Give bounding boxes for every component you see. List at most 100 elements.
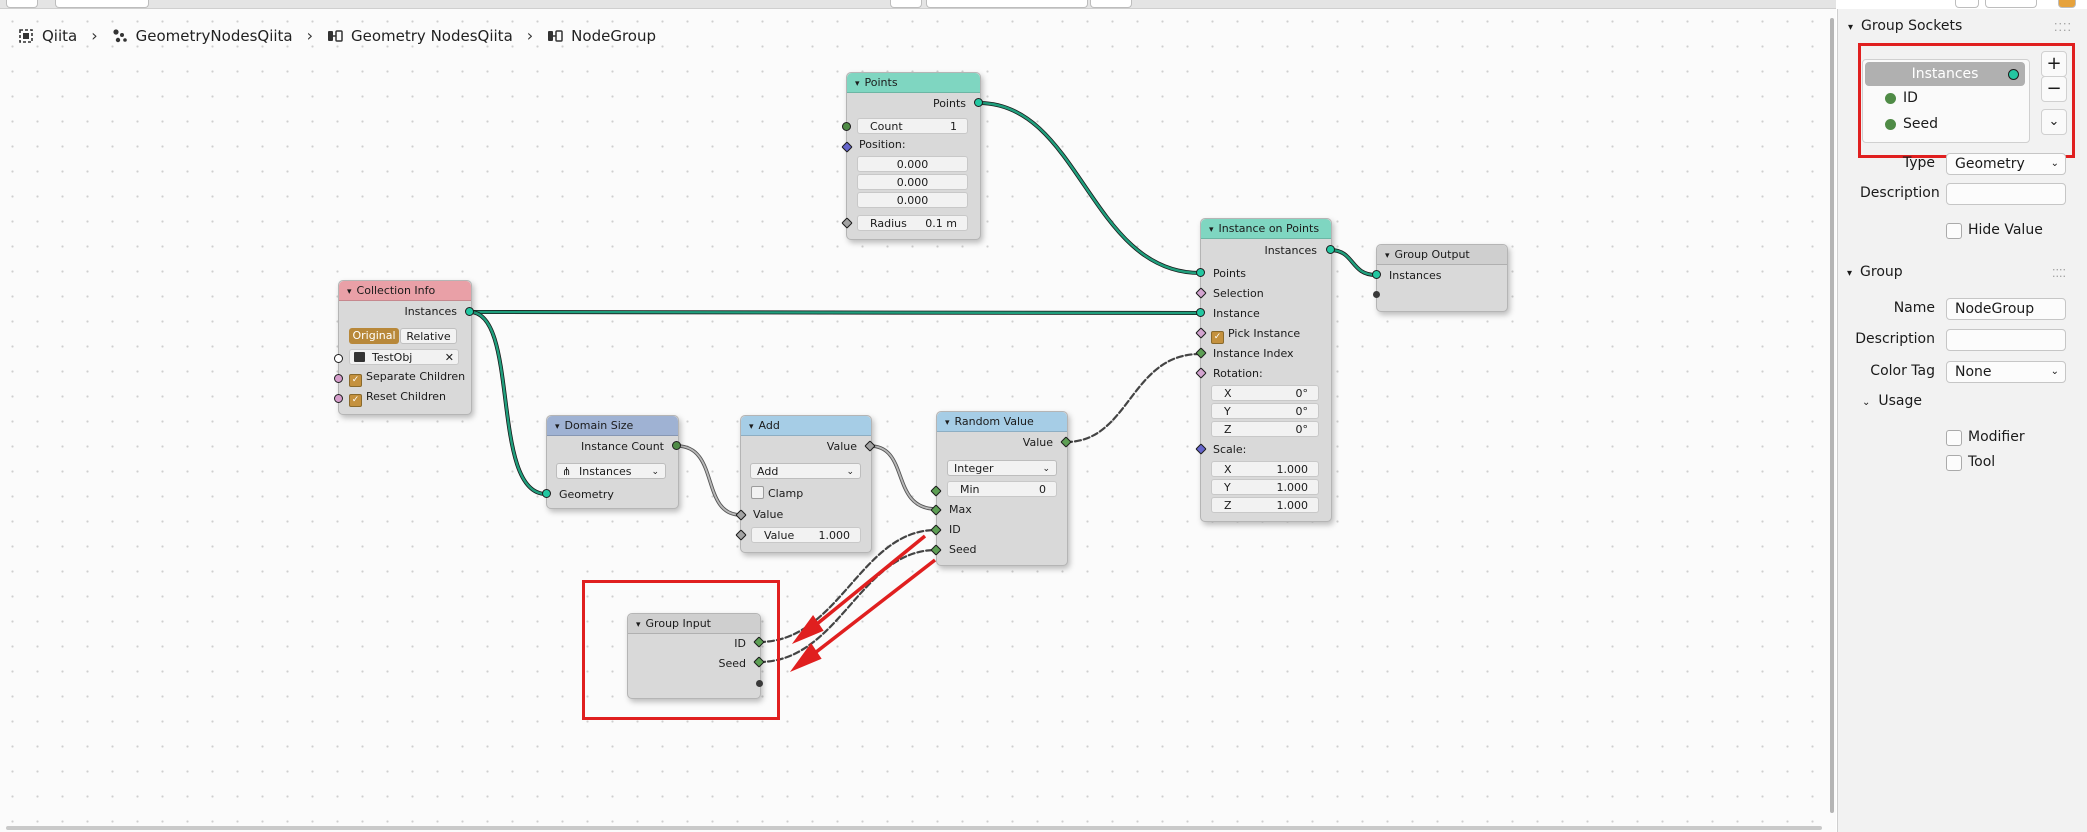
socket-item-id[interactable]: ID: [1863, 86, 2029, 110]
socket-count-in[interactable]: [842, 122, 851, 131]
name-input[interactable]: NodeGroup: [1946, 298, 2066, 320]
position-z-field[interactable]: 0.000: [857, 192, 968, 208]
chevron-down-icon[interactable]: ▾: [1848, 22, 1854, 33]
chevron-down-icon[interactable]: ▾: [347, 287, 352, 297]
chevron-down-icon[interactable]: ⌄: [1862, 397, 1871, 408]
checkbox-checked-icon[interactable]: ✓: [1211, 331, 1224, 344]
breadcrumb-item-node-tree[interactable]: Geometry NodesQiita: [351, 26, 513, 45]
usage-section-header[interactable]: ⌄Usage: [1862, 393, 1922, 409]
checkbox-unchecked-icon[interactable]: [751, 486, 764, 499]
socket-points-out[interactable]: [974, 98, 983, 107]
position-x-field[interactable]: 0.000: [857, 156, 968, 172]
data-type-dropdown[interactable]: Integer ⌄: [947, 460, 1057, 476]
domain-dropdown[interactable]: ⋔ Instances ⌄: [556, 463, 666, 479]
socket-instance-in[interactable]: [1196, 308, 1205, 317]
node-instance-on-points[interactable]: ▾Instance on Points Instances Points Sel…: [1200, 218, 1332, 522]
collection-field[interactable]: TestObj ✕: [349, 349, 459, 365]
node-header[interactable]: ▾Instance on Points: [1201, 219, 1331, 239]
view-menu[interactable]: [55, 0, 149, 8]
pick-instance-toggle[interactable]: ✓Pick Instance: [1201, 325, 1331, 344]
node-group-output[interactable]: ▾Group Output Instances: [1376, 244, 1508, 312]
separate-children-toggle[interactable]: ✓Separate Children: [339, 368, 471, 387]
checkbox-checked-icon[interactable]: ✓: [349, 374, 362, 387]
chevron-down-icon[interactable]: ▾: [1385, 251, 1390, 261]
tool-checkbox[interactable]: [1946, 455, 1962, 471]
socket-instances-out[interactable]: [1326, 245, 1335, 254]
chevron-down-icon[interactable]: ▾: [855, 79, 860, 89]
overlay-toggle[interactable]: [1955, 0, 1979, 8]
hide-value-checkbox[interactable]: [1946, 223, 1962, 239]
original-button[interactable]: Original: [349, 328, 399, 344]
breadcrumb-item-modifier[interactable]: GeometryNodesQiita: [135, 26, 293, 45]
socket-item-seed[interactable]: Seed: [1863, 112, 2029, 136]
node-collection-info[interactable]: ▾Collection Info Instances Original Rela…: [338, 280, 472, 415]
type-dropdown[interactable]: Geometry⌄: [1946, 153, 2066, 175]
chevron-down-icon[interactable]: ▾: [555, 422, 560, 432]
socket-points-in[interactable]: [1196, 268, 1205, 277]
color-tag-dropdown[interactable]: None⌄: [1946, 361, 2066, 383]
socket-instance-count-out[interactable]: [672, 441, 681, 450]
breadcrumb-item-node-group[interactable]: NodeGroup: [571, 26, 656, 45]
chevron-down-icon[interactable]: ▾: [945, 418, 950, 428]
reset-children-toggle[interactable]: ✓Reset Children: [339, 388, 471, 407]
horizontal-scrollbar[interactable]: [6, 826, 1822, 830]
socket-reset-children-in[interactable]: [334, 394, 343, 403]
drag-handle-icon[interactable]: ⁚⁚⁚⁚: [2054, 21, 2072, 34]
group-sockets-header[interactable]: ▾Group Sockets: [1848, 18, 1962, 34]
chevron-down-icon[interactable]: ▾: [636, 620, 641, 630]
socket-geometry-in[interactable]: [542, 489, 551, 498]
remove-socket-button[interactable]: −: [2041, 76, 2067, 102]
chevron-down-icon[interactable]: ▾: [1209, 225, 1214, 235]
chevron-down-icon[interactable]: ▾: [749, 422, 754, 432]
position-y-field[interactable]: 0.000: [857, 174, 968, 190]
operation-dropdown[interactable]: Add ⌄: [750, 463, 861, 479]
snap-toggle[interactable]: [1985, 0, 2037, 8]
socket-extend-out[interactable]: [756, 680, 763, 687]
socket-extend-in[interactable]: [1373, 291, 1380, 298]
socket-item-instances[interactable]: Instances: [1865, 62, 2025, 86]
add-socket-button[interactable]: +: [2041, 51, 2067, 77]
node-domain-size[interactable]: ▾Domain Size Instance Count ⋔ Instances …: [546, 415, 679, 509]
socket-instances-out[interactable]: [465, 307, 474, 316]
checkbox-checked-icon[interactable]: ✓: [349, 394, 362, 407]
socket-instances-in[interactable]: [1372, 270, 1381, 279]
node-header[interactable]: ▾Points: [847, 73, 980, 93]
description-input[interactable]: [1946, 183, 2066, 205]
group-description-input[interactable]: [1946, 329, 2066, 351]
node-group-selector[interactable]: [926, 0, 1088, 8]
chevron-down-icon[interactable]: ▾: [1847, 268, 1853, 279]
node-header[interactable]: ▾Group Output: [1377, 245, 1507, 265]
node-group-input[interactable]: ▾Group Input ID Seed: [627, 613, 761, 699]
node-header[interactable]: ▾Random Value: [937, 412, 1067, 432]
group-sockets-list[interactable]: Instances ID Seed: [1862, 59, 2030, 143]
vertical-scrollbar[interactable]: [1830, 18, 1834, 813]
socket-collection-in[interactable]: [334, 354, 343, 363]
relative-button[interactable]: Relative: [400, 328, 457, 344]
node-header[interactable]: ▾Domain Size: [547, 416, 678, 436]
group-section-header[interactable]: ▾Group: [1847, 264, 1903, 280]
clamp-toggle[interactable]: Clamp: [741, 485, 871, 503]
node-header[interactable]: ▾Group Input: [628, 614, 760, 634]
clear-icon[interactable]: ✕: [444, 351, 454, 364]
breadcrumb-item-object[interactable]: Qiita: [42, 26, 78, 45]
modifier-checkbox[interactable]: [1946, 430, 1962, 446]
drag-handle-icon[interactable]: ⁚⁚⁚⁚: [2052, 267, 2066, 280]
node-header[interactable]: ▾Collection Info: [339, 281, 471, 301]
socket-menu-button[interactable]: ⌄: [2041, 109, 2067, 135]
pin-icon[interactable]: [2058, 0, 2076, 8]
socket-separate-children-in[interactable]: [334, 374, 343, 383]
editor-type-menu[interactable]: [6, 0, 38, 8]
node-group-actions[interactable]: [1090, 0, 1132, 8]
